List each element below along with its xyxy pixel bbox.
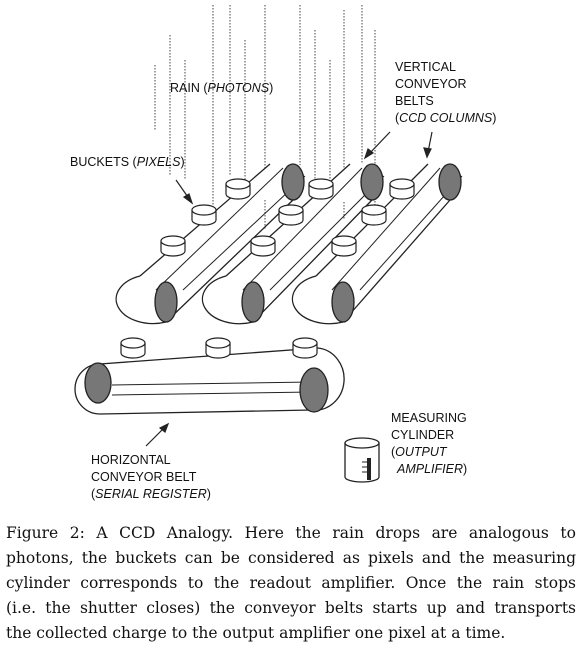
vertical-belts-label: VERTICAL CONVEYOR BELTS (CCD COLUMNS): [395, 59, 496, 127]
vertical-label-line2: CONVEYOR: [395, 77, 467, 91]
buckets-label: BUCKETS (PIXELS): [70, 154, 185, 171]
vertical-label-em: CCD COLUMNS: [399, 111, 493, 125]
vertical-label-line4: (CCD COLUMNS): [395, 111, 497, 125]
horizontal-belt: [74, 347, 345, 415]
rain-label-text: RAIN (: [170, 81, 208, 95]
horizontal-label-line1: HORIZONTAL: [91, 453, 171, 467]
caption-line-5: the collected charge to the output ampli…: [6, 624, 506, 642]
horizontal-label-line3: (SERIAL REGISTER): [91, 487, 211, 501]
vertical-label-line3: BELTS: [395, 94, 434, 108]
vertical-label-line1: VERTICAL: [395, 60, 456, 74]
horizontal-belt-label: HORIZONTAL CONVEYOR BELT (SERIAL REGISTE…: [91, 452, 211, 503]
label-arrows: [145, 131, 433, 447]
horizontal-label-line2: CONVEYOR BELT: [91, 470, 197, 484]
measuring-label-line1: MEASURING: [391, 411, 467, 425]
rain-label: RAIN (PHOTONS): [170, 80, 273, 97]
measuring-label-em2: AMPLIFIER: [397, 462, 463, 476]
ccd-analogy-diagram: [74, 5, 463, 483]
measuring-cylinder-label: MEASURING CYLINDER (OUTPUT AMPLIFIER): [391, 410, 467, 478]
caption-line-2: photons, the buckets can be considered a…: [6, 549, 576, 567]
measuring-label-em1: OUTPUT: [395, 445, 447, 459]
rain-label-em: PHOTONS: [207, 81, 270, 95]
vertical-belt-3: [291, 163, 463, 325]
buckets-label-text: BUCKETS (: [70, 155, 137, 169]
measuring-label-line4: AMPLIFIER): [397, 462, 468, 476]
caption-line-4: (i.e. the shutter closes) the conveyor b…: [6, 599, 576, 617]
caption-line-1: Figure 2: A CCD Analogy. Here the rain d…: [6, 524, 576, 542]
caption-line-3: cylinder corresponds to the readout ampl…: [6, 574, 576, 592]
rain-label-close: ): [269, 81, 274, 95]
measuring-label-line2: CYLINDER: [391, 428, 455, 442]
horizontal-label-em: SERIAL REGISTER: [95, 487, 207, 501]
measuring-label-line3: (OUTPUT: [391, 445, 447, 459]
buckets-label-em: PIXELS: [136, 155, 181, 169]
buckets-label-close: ): [180, 155, 185, 169]
figure-caption: Figure 2: A CCD Analogy. Here the rain d…: [6, 521, 576, 646]
measuring-cylinder: [344, 437, 380, 483]
